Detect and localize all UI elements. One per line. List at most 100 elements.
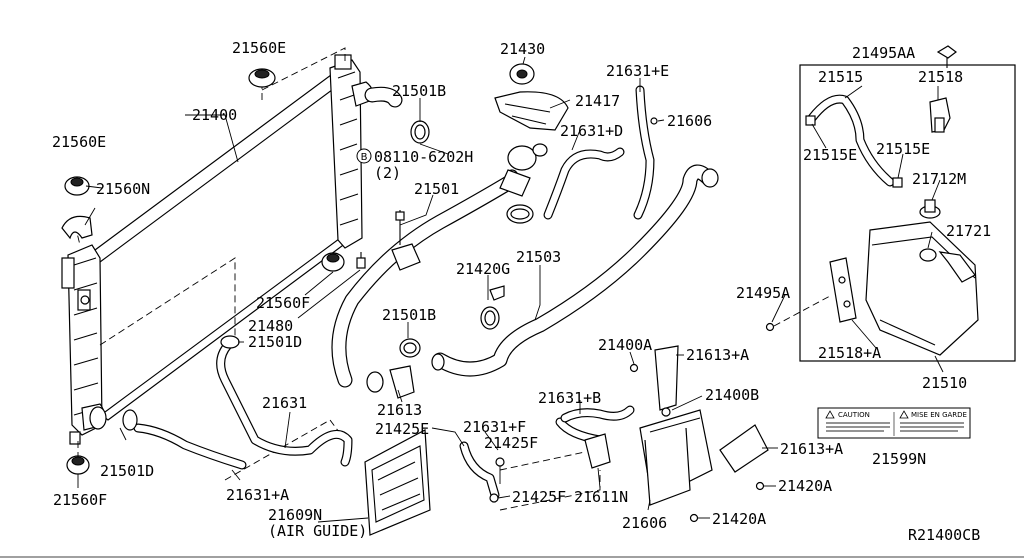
- label-21613A-low: 21613+A: [780, 440, 843, 458]
- hose-bracket[interactable]: [391, 210, 421, 271]
- bracket-21611N[interactable]: [584, 433, 611, 469]
- mount-21560F-low[interactable]: [66, 455, 90, 475]
- thermostat-housing[interactable]: [499, 143, 548, 197]
- label-21613A-top: 21613+A: [686, 346, 749, 364]
- label-21721: 21721: [946, 222, 991, 240]
- hose-21631A[interactable]: [133, 423, 247, 470]
- bolt-callout-marker: B: [356, 148, 372, 164]
- label-21510: 21510: [922, 374, 967, 392]
- bolt-21495A[interactable]: [765, 322, 775, 332]
- clamp-ring[interactable]: [506, 204, 534, 224]
- label-21606-low: 21606: [622, 514, 667, 532]
- hose-21425E[interactable]: [459, 441, 500, 500]
- label-21712M: 21712M: [912, 170, 966, 188]
- radiator-21400[interactable]: [61, 54, 374, 445]
- hose-21631[interactable]: [216, 340, 353, 467]
- label-21515E-b: 21515E: [876, 140, 930, 158]
- label-21425F-a: 21425F: [484, 434, 538, 452]
- label-21631E: 21631+E: [606, 62, 669, 80]
- label-21430: 21430: [500, 40, 545, 58]
- clamp-21501D-low[interactable]: [122, 409, 138, 431]
- warning-triangle-icon: [899, 410, 909, 419]
- bracket-21417[interactable]: [494, 91, 569, 131]
- label-21631D: 21631+D: [560, 122, 623, 140]
- bolt-21400B[interactable]: [661, 407, 671, 417]
- label-21560F-mid: 21560F: [256, 294, 310, 312]
- diagram-id: R21400CB: [908, 526, 980, 544]
- warning-triangle-icon: [825, 410, 835, 419]
- label-21400A: 21400A: [598, 336, 652, 354]
- label-21518: 21518: [918, 68, 963, 86]
- bracket-21613A[interactable]: [654, 345, 769, 473]
- hose-21501[interactable]: [331, 86, 520, 393]
- sensor-21518[interactable]: [929, 97, 951, 133]
- label-21560E-left: 21560E: [52, 133, 106, 151]
- label-21611N: 21611N: [574, 488, 628, 506]
- label-21420A-a: 21420A: [778, 477, 832, 495]
- clip-21560N[interactable]: [61, 215, 93, 240]
- label-21503: 21503: [516, 248, 561, 266]
- tank-21510[interactable]: [865, 221, 979, 356]
- label-21501B-mid: 21501B: [382, 306, 436, 324]
- bracket-21613[interactable]: [389, 365, 415, 399]
- hose-21631E[interactable]: [633, 85, 655, 220]
- bolt-21480[interactable]: [356, 252, 366, 269]
- clip-21515E-a[interactable]: [805, 115, 816, 126]
- bolt-21420A-a[interactable]: [755, 481, 765, 491]
- label-21501D-low: 21501D: [100, 462, 154, 480]
- clip-21606-top[interactable]: [650, 117, 658, 125]
- clamp-21501D-mid[interactable]: [220, 335, 240, 349]
- label-21631F: 21631+F: [463, 418, 526, 436]
- label-21495A: 21495A: [736, 284, 790, 302]
- label-21560F-low: 21560F: [53, 491, 107, 509]
- label-air-guide: (AIR GUIDE): [268, 522, 367, 540]
- mount-21560E-left[interactable]: [64, 176, 90, 196]
- clamp-21501B-mid[interactable]: [399, 338, 421, 358]
- clamp-21420G[interactable]: [480, 285, 505, 330]
- label-21515: 21515: [818, 68, 863, 86]
- label-21560E-top: 21560E: [232, 39, 286, 57]
- cap-21712M[interactable]: [919, 199, 941, 219]
- label-21417: 21417: [575, 92, 620, 110]
- label-21515E-a: 21515E: [803, 146, 857, 164]
- caution-label-21599N[interactable]: CAUTION MISE EN GARDE: [817, 407, 971, 439]
- leader-lines: [77, 56, 944, 523]
- cap-21495AA[interactable]: [936, 45, 957, 68]
- neck-21721[interactable]: [938, 251, 976, 283]
- label-21501B-top: 21501B: [392, 82, 446, 100]
- hose-21631B[interactable]: [560, 405, 635, 423]
- guide-21611N: [499, 451, 601, 511]
- label-21599N: 21599N: [872, 450, 926, 468]
- bolt-21420A-b[interactable]: [689, 513, 699, 523]
- label-21400: 21400: [192, 106, 237, 124]
- hose-21631D[interactable]: [543, 147, 625, 220]
- label-21425F-b: 21425F: [512, 488, 566, 506]
- label-21560N: 21560N: [96, 180, 150, 198]
- label-21420G: 21420G: [456, 260, 510, 278]
- mount-21560F-mid[interactable]: [321, 252, 345, 272]
- air-guide-21609N[interactable]: [364, 429, 431, 536]
- cap-21430[interactable]: [509, 63, 535, 85]
- label-21606-top: 21606: [667, 112, 712, 130]
- hose-21503[interactable]: [431, 164, 719, 377]
- label-21631A: 21631+A: [226, 486, 289, 504]
- label-21480: 21480: [248, 317, 293, 335]
- label-bolt-qty: (2): [374, 164, 401, 182]
- label-21425E: 21425E: [375, 420, 429, 438]
- bracket-21518A[interactable]: [829, 257, 857, 323]
- hose-21515[interactable]: [807, 94, 895, 187]
- label-21609N: 21609N: [268, 506, 322, 524]
- mount-21560E-top[interactable]: [248, 68, 276, 88]
- caution-text-lines: [826, 422, 964, 432]
- label-21501: 21501: [414, 180, 459, 198]
- clip-21515E-b[interactable]: [892, 177, 903, 188]
- label-bolt-ref: 08110-6202H: [374, 148, 473, 166]
- clamp-21501B-top[interactable]: [410, 120, 430, 144]
- bolt-21400A[interactable]: [629, 363, 639, 373]
- clamp-21425F-b[interactable]: [489, 493, 499, 503]
- mise-en-garde-title: MISE EN GARDE: [911, 411, 967, 419]
- bracket-21606[interactable]: [639, 409, 713, 506]
- clamp-21425F-a[interactable]: [495, 457, 505, 467]
- reservoir-group-box: [799, 64, 1016, 362]
